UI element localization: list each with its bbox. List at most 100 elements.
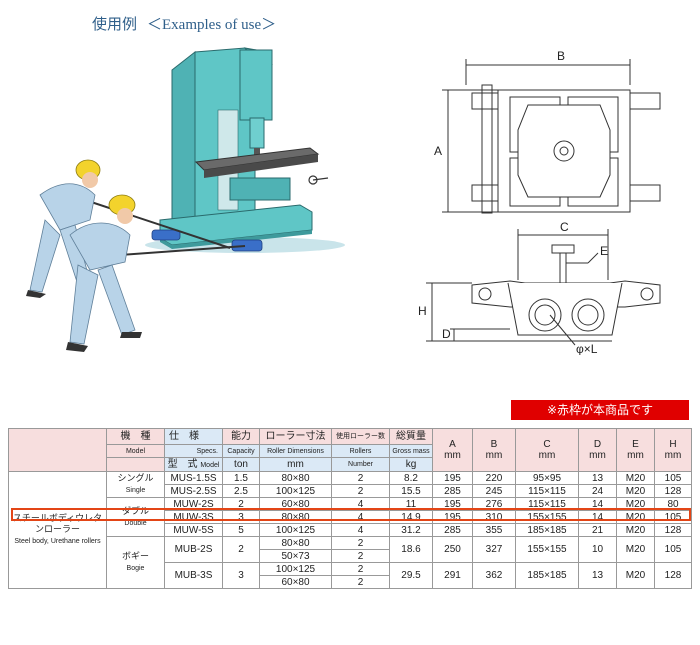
table-cell: 14 (578, 497, 617, 511)
table-cell: 100×125 (259, 523, 332, 537)
table-cell: 15.5 (389, 484, 433, 498)
table-cell: 100×125 (259, 484, 332, 498)
table-cell: 362 (472, 562, 516, 589)
table-cell: M20 (616, 497, 655, 511)
table-cell: 80 (654, 497, 692, 511)
table-cell: MUS-1.5S (164, 471, 223, 485)
header-model-en: Model (106, 444, 165, 458)
dim-label-h: H (418, 304, 427, 318)
table-cell: 1.5 (222, 471, 260, 485)
table-cell: 115×115 (515, 484, 579, 498)
dim-label-b: B (557, 49, 565, 63)
dim-label-phi-l: φ×L (576, 342, 598, 355)
pry-bar (119, 245, 246, 256)
header-specs-en: Specs. (164, 444, 223, 458)
table-cell: 2 (331, 471, 390, 485)
dim-label-c: C (560, 220, 569, 234)
table-cell: 276 (472, 497, 516, 511)
table-cell: 2 (331, 536, 390, 550)
table-cell: 195 (432, 510, 473, 524)
table-cell: 327 (472, 536, 516, 563)
table-cell: 31.2 (389, 523, 433, 537)
header-mass-jp: 総質量 (389, 428, 433, 445)
header-type-jp-cell (106, 457, 165, 472)
table-cell: 2 (222, 536, 260, 563)
table-cell: M20 (616, 562, 655, 589)
header-blank (8, 428, 107, 472)
table-cell: M20 (616, 471, 655, 485)
table-cell: 80×80 (259, 471, 332, 485)
table-cell: 355 (472, 523, 516, 537)
worker-front (66, 194, 142, 352)
table-cell: 13 (578, 471, 617, 485)
table-cell: 195 (432, 471, 473, 485)
header-rollers-jp: 使用ローラー数 (331, 428, 390, 445)
table-cell: MUB-2S (164, 536, 223, 563)
table-cell: 95×95 (515, 471, 579, 485)
page-title: 使用例＜Examples of use＞ (92, 13, 276, 34)
dim-label-d: D (442, 327, 451, 341)
table-cell: 195 (432, 497, 473, 511)
pry-bar (69, 194, 231, 249)
table-cell: MUW-3S (164, 510, 223, 524)
table-cell: 155×155 (515, 536, 579, 563)
header-model-cell: 機 種 (106, 428, 165, 445)
table-cell: 291 (432, 562, 473, 589)
table-cell: 2 (331, 562, 390, 576)
table-cell: M20 (616, 510, 655, 524)
product-notice: ※赤枠が本商品です (511, 400, 689, 420)
header-specs-jp: 仕 様 (169, 431, 199, 442)
table-cell: M20 (616, 523, 655, 537)
table-cell: 2 (331, 549, 390, 563)
table-cell: 13 (578, 562, 617, 589)
header-specs-cell: 仕 様 (164, 428, 223, 445)
table-cell: 128 (654, 484, 692, 498)
table-cell: 4 (331, 510, 390, 524)
table-cell: MUW-2S (164, 497, 223, 511)
table-cell: 128 (654, 523, 692, 537)
table-cell: MUB-3S (164, 562, 223, 589)
table-cell: MUS-2.5S (164, 484, 223, 498)
header-type-cell: 型 式 Model (164, 457, 223, 472)
table-cell: 14 (578, 510, 617, 524)
dimension-drawing: B A C E H D φ×L (418, 49, 661, 355)
table-cell: 3 (222, 562, 260, 589)
header-roller-en: Roller Dimensions (259, 444, 332, 458)
table-cell: 4 (331, 497, 390, 511)
table-cell: 60×80 (259, 575, 332, 589)
table-cell: 80×80 (259, 536, 332, 550)
table-cell: 285 (432, 523, 473, 537)
milling-machine (159, 47, 329, 249)
table-cell: 18.6 (389, 536, 433, 563)
table-cell: 128 (654, 562, 692, 589)
dim-label-e: E (600, 244, 608, 258)
table-cell: 60×80 (259, 497, 332, 511)
header-capacity-jp: 能力 (222, 428, 260, 445)
table-cell: 100×125 (259, 562, 332, 576)
table-cell: 250 (432, 536, 473, 563)
table-cell: 2 (331, 484, 390, 498)
table-cell: 21 (578, 523, 617, 537)
table-cell: 2.5 (222, 484, 260, 498)
table-cell: 285 (432, 484, 473, 498)
table-cell: 185×185 (515, 562, 579, 589)
title-jp: 使用例 (92, 15, 138, 33)
table-cell: 105 (654, 510, 692, 524)
table-cell: 2 (331, 575, 390, 589)
table-cell: 8.2 (389, 471, 433, 485)
table-cell: 2 (222, 497, 260, 511)
table-cell: 14.9 (389, 510, 433, 524)
